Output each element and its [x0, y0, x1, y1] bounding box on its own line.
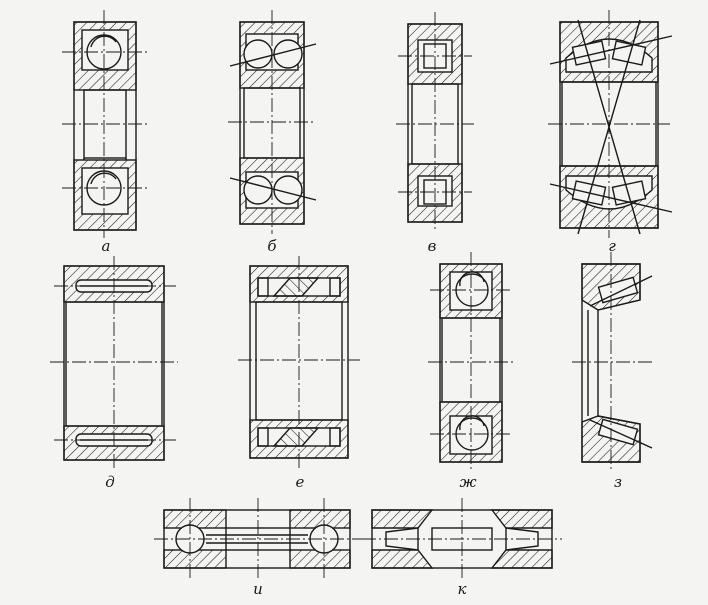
label-k: к — [457, 580, 467, 598]
label-zh: ж — [459, 473, 477, 491]
center-lines — [50, 10, 670, 580]
bearing-i-thrust-ball — [163, 509, 351, 569]
bearing-z-tapered-roller — [581, 263, 653, 463]
label-b: б — [267, 237, 277, 255]
label-g: г — [608, 237, 616, 255]
bearing-g-spherical-roller — [549, 19, 673, 235]
label-e: е — [295, 473, 305, 491]
label-d: д — [105, 473, 115, 491]
label-i: и — [253, 580, 263, 598]
bearing-b-double-row-ball — [229, 21, 317, 225]
bearing-a-deep-groove-ball — [73, 21, 137, 231]
label-a: а — [101, 237, 111, 255]
bearing-k-thrust-roller — [371, 509, 553, 569]
label-z: з — [613, 473, 623, 491]
label-v: в — [427, 237, 437, 255]
